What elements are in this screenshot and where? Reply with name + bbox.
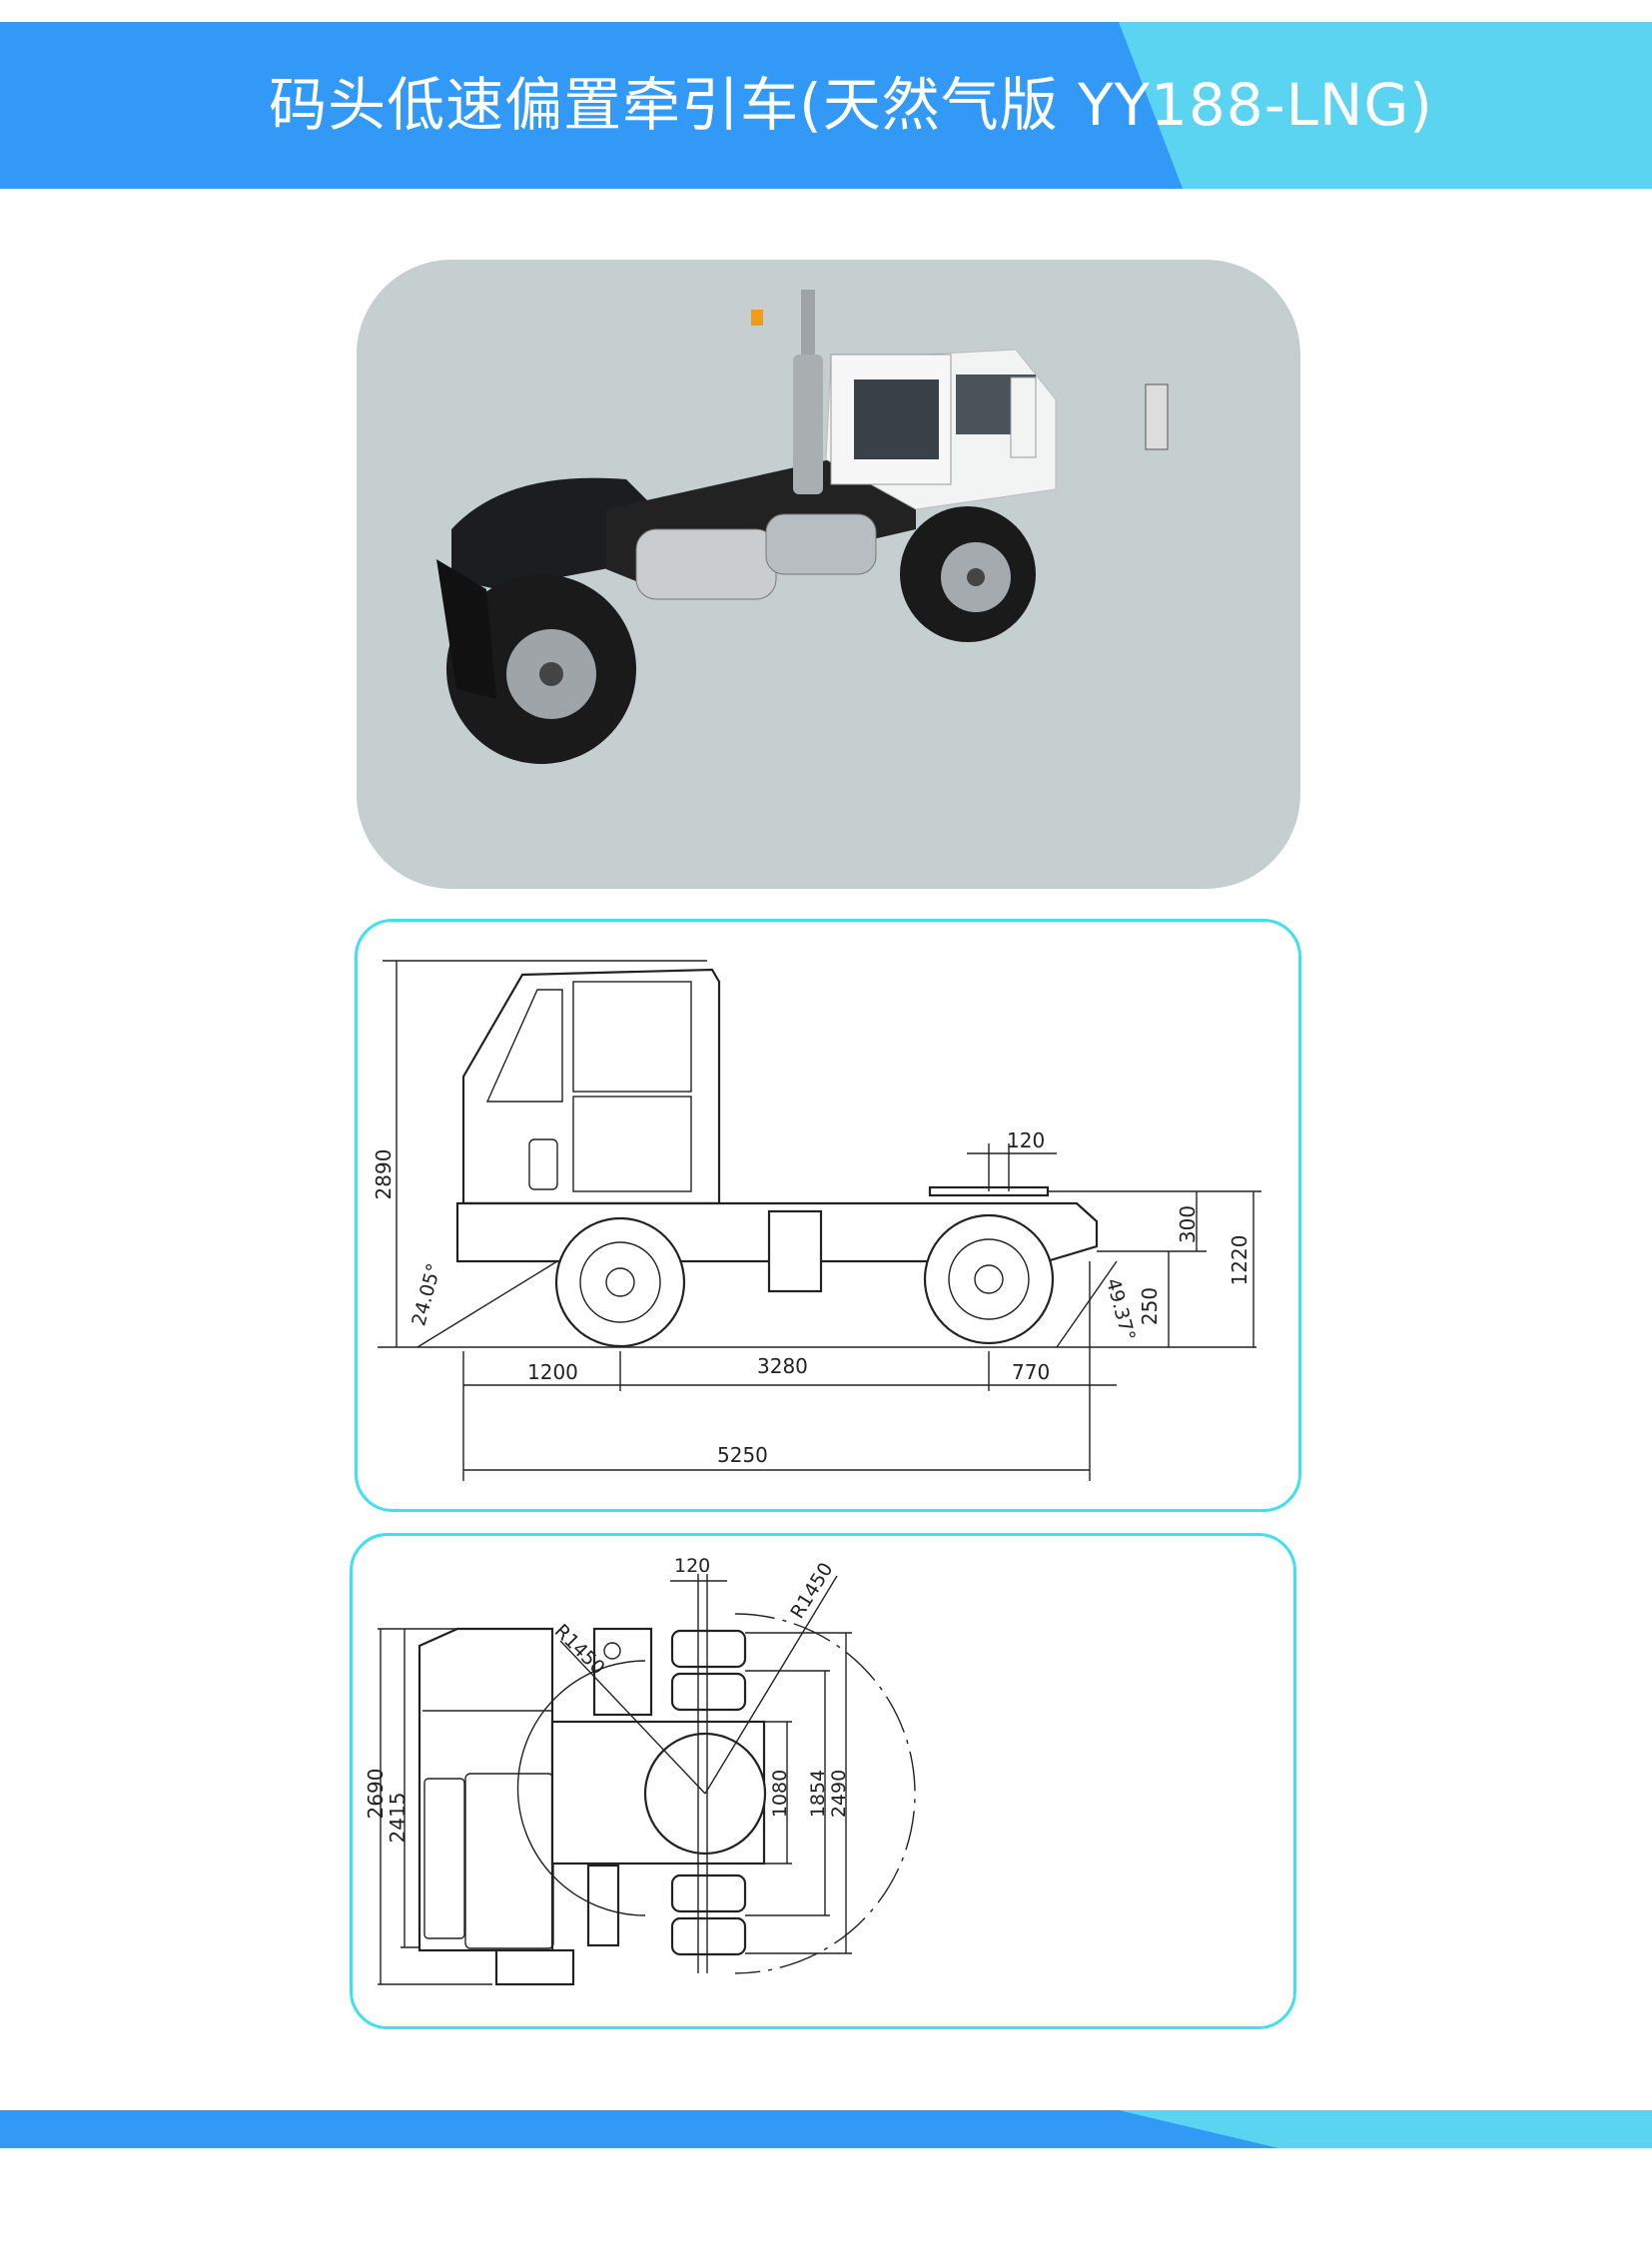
tractor-top-outline <box>417 1613 916 1986</box>
dim-height-total: 2890 <box>372 1149 396 1200</box>
tractor-photo-illustration <box>436 290 1169 764</box>
footer-banner <box>0 2110 1652 2148</box>
footer-accent-stripe <box>1119 2110 1652 2148</box>
page-title: 码头低速偏置牵引车(天然气版 YY188-LNG) <box>269 71 1433 139</box>
dim-cab-width: 2415 <box>386 1793 410 1844</box>
dim-radius-rear: R1450 <box>786 1559 837 1623</box>
dim-fifth-wheel-offset: 120 <box>1007 1128 1045 1152</box>
dim-fifth-wheel-height: 1220 <box>1228 1235 1251 1286</box>
dim-fifth-wheel-offset: 120 <box>674 1555 710 1577</box>
top-view-schematic: 2690 2415 120 R1450 R1450 1080 1854 2490 <box>364 1555 916 1986</box>
tractor-side-outline <box>378 968 1256 1348</box>
dimension-lines <box>383 960 1261 1481</box>
dimension-lines <box>378 1574 852 1985</box>
dim-rear-overhang: 770 <box>1012 1360 1050 1384</box>
product-photo <box>357 260 1300 889</box>
header-accent-stripe <box>1119 22 1652 189</box>
dim-departure-angle: 49.37° <box>1102 1276 1140 1343</box>
dim-fifth-wheel-width: 1080 <box>769 1770 791 1818</box>
dim-width-total: 2690 <box>364 1769 388 1820</box>
dim-wheelbase: 3280 <box>757 1354 808 1378</box>
dim-rear-width: 2490 <box>828 1770 850 1818</box>
dim-fifth-wheel-lift: 300 <box>1176 1205 1200 1243</box>
dim-front-overhang: 1200 <box>527 1360 578 1384</box>
header-banner: 码头低速偏置牵引车(天然气版 YY188-LNG) <box>0 22 1652 189</box>
dim-rear-track: 1854 <box>807 1770 829 1818</box>
dim-frame-rear-height: 250 <box>1138 1287 1162 1325</box>
side-view-schematic: 2890 1200 3280 770 5250 120 300 250 1220… <box>372 960 1261 1481</box>
dim-length-total: 5250 <box>717 1443 768 1467</box>
side-view-drawing: 2890 1200 3280 770 5250 120 300 250 1220… <box>355 919 1301 1512</box>
top-view-drawing: 2690 2415 120 R1450 R1450 1080 1854 2490 <box>350 1533 1296 2029</box>
dim-approach-angle: 24.05° <box>408 1261 445 1328</box>
